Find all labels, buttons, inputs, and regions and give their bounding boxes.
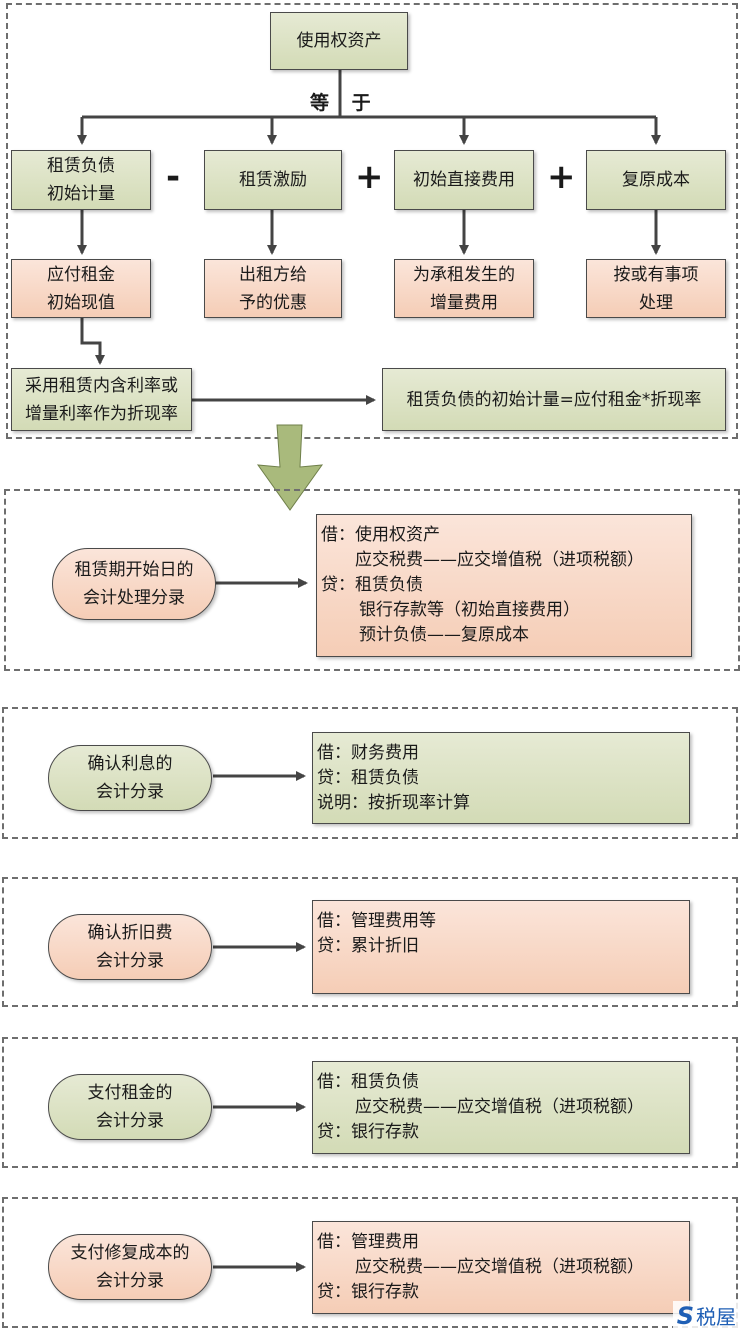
entry-box-5: 借：管理费用 应交税费——应交增值税（进项税额） 贷：银行存款: [312, 1221, 690, 1314]
detail-initial-direct-cost: 为承租发生的 增量费用: [394, 259, 534, 318]
entry-frame-2: [2, 707, 738, 839]
entry-line: 贷：累计折旧: [317, 936, 419, 956]
entry-title-3: 确认折旧费 会计分录: [48, 914, 212, 980]
component-lease-liability: 租赁负债 初始计量: [11, 150, 151, 210]
entry-frame-4: [2, 1037, 738, 1168]
entry-line: 应交税费——应交增值税（进项税额）: [355, 1257, 644, 1277]
detail-restoration-cost: 按或有事项 处理: [586, 259, 726, 318]
operator-plus-2: +: [547, 157, 576, 197]
equals-label: 等 于: [310, 92, 379, 114]
logo-text: 税屋: [696, 1305, 736, 1329]
entry-line: 应交税费——应交增值税（进项税额）: [355, 550, 644, 570]
entry-title-5: 支付修复成本的 会计分录: [48, 1234, 212, 1300]
entry-line: 借：租赁负债: [317, 1072, 419, 1092]
entry-line: 贷：租赁负债: [317, 768, 419, 788]
entry-line: 银行存款等（初始直接费用）: [359, 600, 580, 620]
formula-node: 租赁负债的初始计量=应付租金*折现率: [382, 368, 726, 431]
entry-title-4: 支付租金的 会计分录: [48, 1074, 212, 1140]
entry-line: 预计负债——复原成本: [359, 625, 529, 645]
detail-lease-liability: 应付租金 初始现值: [11, 259, 151, 318]
entry-line: 借：管理费用等: [317, 911, 436, 931]
discount-rate-node: 采用租赁内含利率或 增量利率作为折现率: [11, 368, 192, 431]
entry-title-2: 确认利息的 会计分录: [48, 745, 212, 811]
entry-frame-1: [4, 489, 740, 671]
entry-line: 借：财务费用: [317, 743, 419, 763]
entry-line: 贷：银行存款: [317, 1282, 419, 1302]
entry-box-2: 借：财务费用 贷：租赁负债 说明：按折现率计算: [312, 732, 690, 824]
component-initial-direct-cost: 初始直接费用: [394, 150, 534, 210]
entry-box-1: 借：使用权资产 应交税费——应交增值税（进项税额） 贷：租赁负债 银行存款等（初…: [316, 514, 692, 657]
logo-s-icon: S: [676, 1301, 694, 1330]
entry-line: 应交税费——应交增值税（进项税额）: [355, 1097, 644, 1117]
operator-plus-1: +: [355, 157, 384, 197]
entry-box-4: 借：租赁负债 应交税费——应交增值税（进项税额） 贷：银行存款: [312, 1061, 690, 1154]
entry-line: 说明：按折现率计算: [317, 793, 470, 813]
watermark-logo: S 税屋: [672, 1301, 740, 1330]
entry-line: 贷：银行存款: [317, 1122, 419, 1142]
entry-line: 贷：租赁负债: [321, 575, 423, 595]
entry-line: 借：使用权资产: [321, 525, 440, 545]
entry-title-1: 租赁期开始日的 会计处理分录: [52, 548, 216, 620]
component-restoration-cost: 复原成本: [586, 150, 726, 210]
operator-minus: -: [166, 157, 181, 197]
entry-frame-5: [2, 1197, 738, 1328]
detail-lease-incentive: 出租方给 予的优惠: [204, 259, 342, 318]
root-node: 使用权资产: [270, 12, 408, 70]
entry-line: 借：管理费用: [317, 1232, 419, 1252]
entry-box-3: 借：管理费用等 贷：累计折旧: [312, 900, 690, 994]
top-section-frame: [6, 3, 738, 439]
component-lease-incentive: 租赁激励: [204, 150, 342, 210]
entry-frame-3: [2, 877, 738, 1007]
